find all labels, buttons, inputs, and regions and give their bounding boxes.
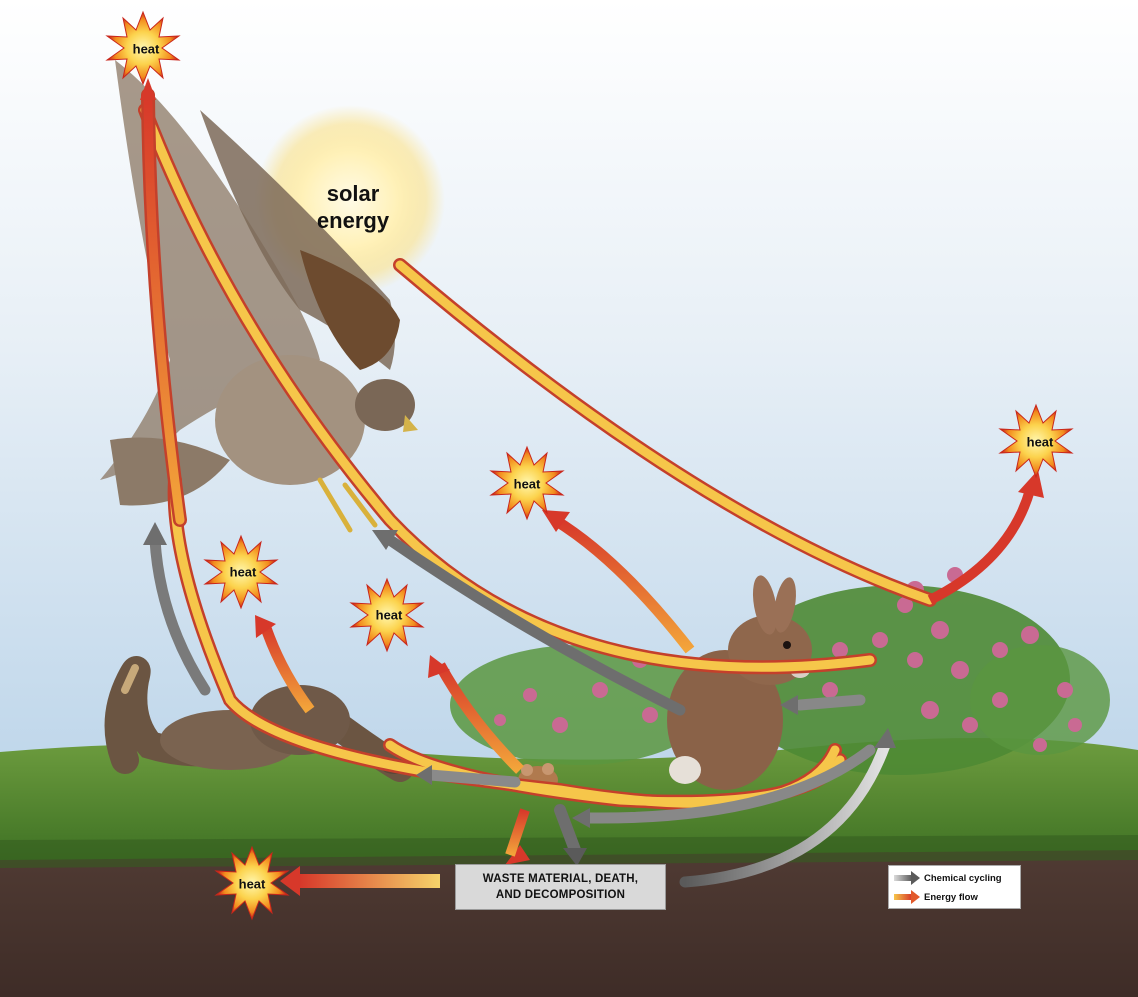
heat-label-mouse: heat xyxy=(376,608,403,623)
gray-arrow-icon xyxy=(893,871,921,885)
solar-label-line2: energy xyxy=(298,207,408,234)
waste-line1: WASTE MATERIAL, DEATH, xyxy=(483,871,638,887)
heat-label-plants: heat xyxy=(1027,435,1054,450)
solar-energy-label: solar energy xyxy=(298,180,408,234)
legend-energy-flow: Energy flow xyxy=(893,890,978,904)
legend: Chemical cycling Energy flow xyxy=(888,865,1021,909)
heat-label-rabbit: heat xyxy=(514,477,541,492)
orange-arrow-icon xyxy=(893,890,921,904)
legend-chemical-cycling: Chemical cycling xyxy=(893,871,1002,885)
waste-decomposition-box: WASTE MATERIAL, DEATH, AND DECOMPOSITION xyxy=(455,864,666,910)
legend-energy-label: Energy flow xyxy=(924,892,978,903)
legend-chemical-label: Chemical cycling xyxy=(924,873,1002,884)
heat-label-snake: heat xyxy=(230,565,257,580)
heat-label-hawk: heat xyxy=(133,42,160,57)
solar-label-line1: solar xyxy=(298,180,408,207)
waste-line2: AND DECOMPOSITION xyxy=(496,887,625,903)
heat-label-decomposition: heat xyxy=(239,877,266,892)
